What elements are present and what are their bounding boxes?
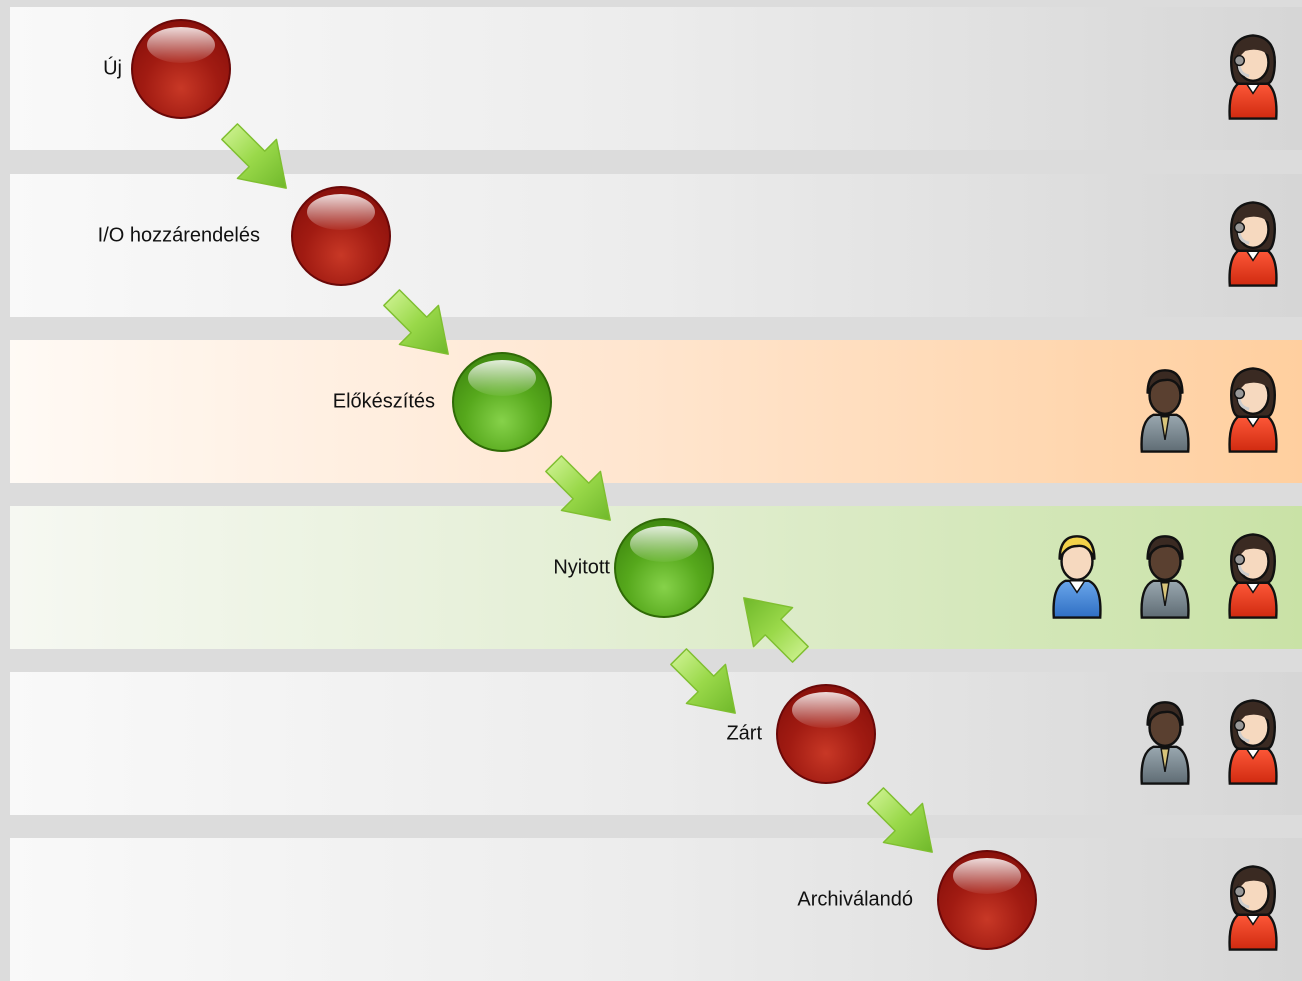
operator-icon — [1228, 200, 1278, 287]
stage-label: Nyitott — [553, 556, 610, 578]
manager-icon — [1140, 534, 1190, 619]
stage-label: Új — [103, 57, 122, 79]
manager-icon — [1140, 700, 1190, 785]
operator-icon — [1228, 532, 1278, 619]
operator-icon — [1228, 698, 1278, 785]
back-arrow-icon — [743, 597, 809, 663]
next-arrow-icon — [545, 455, 611, 521]
next-arrow-icon — [383, 289, 449, 355]
stage-label: I/O hozzárendelés — [97, 224, 260, 246]
stage-band — [10, 340, 1302, 483]
stage-band — [10, 672, 1302, 815]
stage-label: Archiválandó — [797, 888, 913, 910]
manager-icon — [1140, 368, 1190, 453]
status-ball[interactable] — [776, 683, 876, 784]
stage-label: Előkészítés — [332, 390, 435, 412]
stage-band — [10, 838, 1302, 981]
user-icon — [1052, 534, 1102, 619]
status-ball[interactable] — [131, 18, 231, 119]
status-ball[interactable] — [614, 517, 714, 618]
operator-icon — [1228, 366, 1278, 453]
operator-icon — [1228, 33, 1278, 120]
status-ball[interactable] — [937, 849, 1037, 950]
status-ball[interactable] — [291, 185, 391, 286]
next-arrow-icon — [221, 123, 287, 189]
status-ball[interactable] — [452, 351, 552, 452]
stage-band — [10, 174, 1302, 317]
next-arrow-icon — [670, 648, 736, 714]
next-arrow-icon — [867, 787, 933, 853]
operator-icon — [1228, 864, 1278, 951]
stage-label: Zárt — [726, 722, 762, 744]
